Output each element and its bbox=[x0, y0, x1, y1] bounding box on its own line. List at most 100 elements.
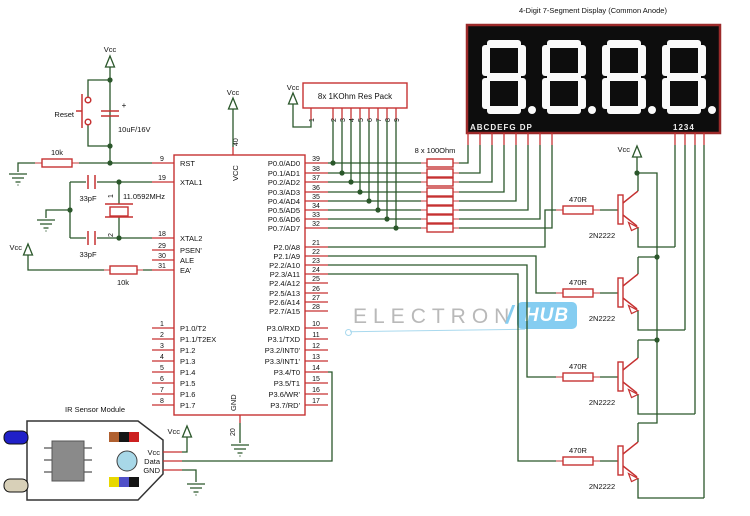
svg-text:10: 10 bbox=[312, 321, 320, 328]
svg-text:19: 19 bbox=[158, 175, 166, 182]
ground-symbol-osc bbox=[36, 219, 56, 232]
svg-text:P2.1/A9: P2.1/A9 bbox=[273, 252, 300, 261]
vcc-symbol-drivers bbox=[631, 145, 643, 158]
base-resistor bbox=[562, 288, 594, 298]
base-resistor bbox=[562, 372, 594, 382]
svg-text:7: 7 bbox=[376, 118, 383, 122]
resistor-band bbox=[129, 477, 139, 487]
svg-text:2: 2 bbox=[160, 332, 164, 339]
svg-text:33: 33 bbox=[312, 212, 320, 219]
resistor-band bbox=[109, 477, 119, 487]
res-array-label: 8 x 100Ohm bbox=[415, 146, 456, 155]
seven-segment-digit bbox=[542, 40, 596, 114]
ir-trimpot[interactable] bbox=[116, 450, 138, 472]
transistor-label: 2N2222 bbox=[589, 231, 615, 240]
ir-ic-chip bbox=[51, 440, 85, 482]
svg-text:2: 2 bbox=[331, 118, 338, 122]
svg-text:P1.4: P1.4 bbox=[180, 368, 195, 377]
vcc-symbol-pin40 bbox=[227, 97, 239, 110]
emitter-arrow bbox=[627, 304, 640, 315]
res-pack-label: 8x 1KOhm Res Pack bbox=[318, 92, 393, 101]
resistor-value: 470R bbox=[569, 446, 588, 455]
mcu-pin20-number: 20 bbox=[230, 428, 237, 436]
ir-pin-gnd-label: GND bbox=[143, 466, 160, 475]
mcu-right-pin-numbers: 39 38 37 36 35 34 33 32 21 22 23 24 25 2… bbox=[312, 156, 320, 405]
svg-text:1: 1 bbox=[160, 321, 164, 328]
digit-driver-2: 470R 2N2222 bbox=[556, 257, 685, 331]
svg-text:17: 17 bbox=[312, 398, 320, 405]
transistor-base-bar bbox=[617, 194, 624, 225]
vcc-text-ea: Vcc bbox=[9, 243, 22, 252]
svg-text:23: 23 bbox=[312, 258, 320, 265]
svg-text:P0.2/AD2: P0.2/AD2 bbox=[268, 178, 300, 187]
ground-symbol-pin20 bbox=[230, 444, 250, 457]
svg-text:P3.4/T0: P3.4/T0 bbox=[274, 368, 300, 377]
resistor-band bbox=[119, 432, 129, 442]
svg-text:34: 34 bbox=[312, 203, 320, 210]
ir-sensor-module: IR Sensor Module Vcc Data GND Vcc bbox=[3, 371, 333, 501]
reset-switch-contact[interactable] bbox=[84, 96, 92, 104]
transistor-base-bar bbox=[617, 277, 624, 308]
svg-text:P1.5: P1.5 bbox=[180, 379, 195, 388]
svg-text:27: 27 bbox=[312, 295, 320, 302]
transistor-base-bar bbox=[617, 361, 624, 392]
svg-text:21: 21 bbox=[312, 240, 320, 247]
svg-text:9: 9 bbox=[394, 118, 401, 122]
svg-text:P2.7/A15: P2.7/A15 bbox=[269, 307, 300, 316]
resistor-value: 470R bbox=[569, 278, 588, 287]
svg-text:3: 3 bbox=[340, 118, 347, 122]
mcu: VCC GND 40 20 9 19 18 29 30 31 1 2 3 4 5 bbox=[152, 88, 328, 457]
mcu-body bbox=[173, 154, 306, 416]
svg-text:P2.2/A10: P2.2/A10 bbox=[269, 261, 300, 270]
ir-pin-vcc-label: Vcc bbox=[147, 448, 160, 457]
vcc-text-reset: Vcc bbox=[104, 45, 117, 54]
seven-segment-digit bbox=[602, 40, 656, 114]
vcc-text-ir: Vcc bbox=[167, 427, 180, 436]
svg-text:7: 7 bbox=[160, 387, 164, 394]
svg-text:P3.0/RXD: P3.0/RXD bbox=[267, 324, 301, 333]
svg-text:ALE: ALE bbox=[180, 256, 194, 265]
crystal-plates bbox=[105, 203, 133, 218]
svg-text:24: 24 bbox=[312, 267, 320, 274]
reset-circuit: Vcc Reset + 10uF/16V 10k bbox=[8, 45, 152, 186]
vcc-symbol-reset bbox=[104, 55, 116, 68]
svg-text:P0.7/AD7: P0.7/AD7 bbox=[268, 224, 300, 233]
ir-sensor-title: IR Sensor Module bbox=[65, 405, 125, 414]
svg-text:6: 6 bbox=[160, 376, 164, 383]
vcc-text-res-pack: Vcc bbox=[287, 83, 300, 92]
svg-text:P1.1/T2EX: P1.1/T2EX bbox=[180, 335, 216, 344]
svg-text:XTAL2: XTAL2 bbox=[180, 234, 202, 243]
vcc-symbol-ir bbox=[181, 425, 193, 438]
reset-switch-actuator[interactable] bbox=[76, 94, 83, 128]
svg-text:P2.4/A12: P2.4/A12 bbox=[269, 279, 300, 288]
transistor-label: 2N2222 bbox=[589, 482, 615, 491]
mcu-left-pin-stubs bbox=[152, 162, 174, 406]
ea-resistor-value: 10k bbox=[117, 278, 129, 287]
mcu-pin40-number: 40 bbox=[233, 138, 240, 146]
svg-text:P1.6: P1.6 bbox=[180, 390, 195, 399]
transistor-base-bar bbox=[617, 445, 624, 476]
svg-text:30: 30 bbox=[158, 253, 166, 260]
digit-driver-1: 470R 2N2222 bbox=[556, 173, 675, 248]
svg-text:35: 35 bbox=[312, 194, 320, 201]
rst-resistor-value: 10k bbox=[51, 148, 63, 157]
watermark-underline-dot bbox=[345, 329, 352, 336]
mcu-right-pin-labels: P0.0/AD0 P0.1/AD1 P0.2/AD2 P0.3/AD3 P0.4… bbox=[265, 159, 301, 410]
svg-text:11: 11 bbox=[312, 332, 319, 339]
svg-text:32: 32 bbox=[312, 221, 320, 228]
svg-text:8: 8 bbox=[385, 118, 392, 122]
svg-text:29: 29 bbox=[158, 243, 166, 250]
svg-text:13: 13 bbox=[312, 354, 320, 361]
capacitor-plus-sign: + bbox=[122, 101, 127, 110]
svg-text:3: 3 bbox=[160, 343, 164, 350]
svg-text:P3.7/RD': P3.7/RD' bbox=[270, 401, 300, 410]
svg-text:4: 4 bbox=[160, 354, 164, 361]
oscillator-circuit: 33pF 33pF 11.0592MHz 1 2 bbox=[36, 175, 165, 259]
reset-switch-contact[interactable] bbox=[84, 118, 92, 126]
svg-text:RST: RST bbox=[180, 159, 195, 168]
svg-text:XTAL1: XTAL1 bbox=[180, 178, 202, 187]
svg-text:P2.6/A14: P2.6/A14 bbox=[269, 298, 300, 307]
digit-driver-4: 470R 2N2222 bbox=[556, 423, 704, 499]
base-resistor bbox=[562, 456, 594, 466]
crystal-body bbox=[109, 206, 129, 217]
